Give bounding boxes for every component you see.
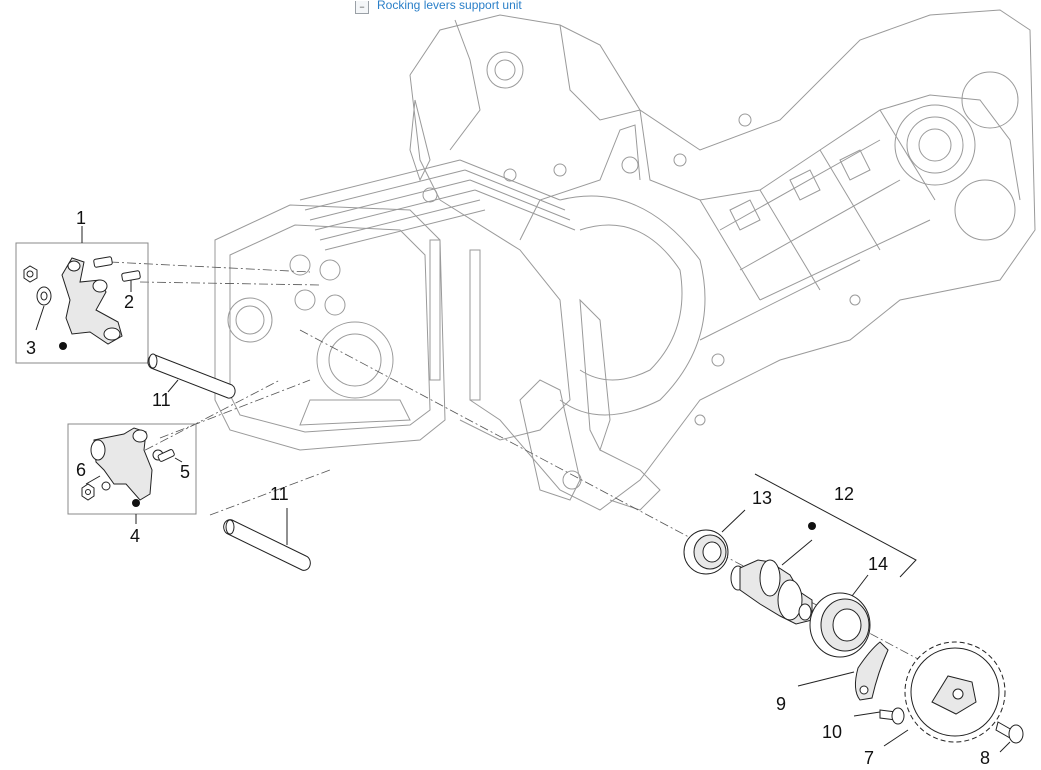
callout-7: 7 [864,748,874,768]
adjust-screw-lower [157,449,175,462]
decompressor-screw [853,707,905,725]
nut-upper [23,265,38,283]
callout-6: 6 [76,460,86,480]
callout-5: 5 [180,462,190,482]
alignment-lines [109,261,996,701]
callout-4: 4 [130,526,140,546]
callout-8: 8 [980,748,990,768]
rocker-arm-lower [93,427,153,501]
rocker-shaft-upper [147,353,236,399]
callout-2: 2 [124,292,134,312]
camshaft-bearing-small [683,529,729,575]
callout-13: 13 [752,488,772,508]
callout-11-lower: 11 [270,484,289,504]
engine-crankcase-drawing [214,9,1036,511]
callout-9: 9 [776,694,786,714]
rocker-arm-lower-assembly [67,423,197,524]
callout-11-upper: 11 [152,390,171,410]
adjust-screw-b [121,270,141,282]
decompressor-plate [797,641,889,701]
adjust-screw-a [93,256,113,268]
sprocket-bolt [995,721,1024,753]
nut-lower [81,483,95,501]
camshaft-sprocket [883,641,1006,747]
callout-10: 10 [822,722,842,742]
lubrication-dot-upper [59,342,67,350]
rocker-arm-upper [61,257,123,345]
callout-labels: 1 2 3 4 5 6 7 8 9 10 11 11 12 13 14 [26,208,990,768]
rocker-arm-upper-assembly [15,226,149,364]
callout-14: 14 [868,554,888,574]
washer-upper [36,286,52,306]
lubrication-dot-cam [808,522,816,530]
collapse-toggle-icon[interactable]: − [355,0,369,14]
diagram-title[interactable]: Rocking levers support unit [377,0,522,12]
callout-1: 1 [76,208,86,228]
callout-12: 12 [834,484,854,504]
diagram-header: − Rocking levers support unit [355,0,522,14]
rocker-shaft-lower [223,508,311,571]
camshaft [730,559,813,625]
camshaft-assembly [683,473,917,658]
callout-3: 3 [26,338,36,358]
camshaft-bearing-large [809,592,871,658]
lubrication-dot-lower [132,499,140,507]
